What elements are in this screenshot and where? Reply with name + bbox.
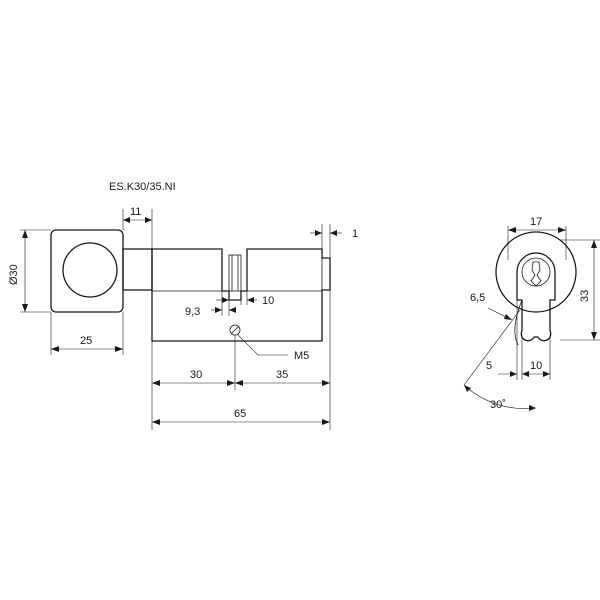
- knob-neck-label: 11: [130, 206, 141, 218]
- key-hole: [530, 261, 542, 287]
- side-view: Ø30 25 11 1 9,3: [8, 206, 358, 430]
- model-title: ES.K30/35.NI: [109, 181, 176, 193]
- cam-slot: [228, 254, 242, 292]
- length-b-label: 35: [276, 369, 288, 381]
- knob-circle: [62, 242, 118, 298]
- knob-body: [50, 229, 124, 313]
- offset-label: 5: [486, 360, 492, 372]
- knob-length-label: 25: [80, 335, 92, 347]
- cam-width-label: 10: [262, 295, 274, 307]
- total-length-label: 65: [234, 408, 246, 420]
- angle-label: 30˚: [490, 399, 506, 411]
- height-label: 33: [579, 290, 591, 302]
- top-width-label: 17: [530, 216, 542, 228]
- cam-offset-label: 9,3: [185, 306, 200, 318]
- bottom-width-label: 10: [530, 360, 542, 372]
- knob-diameter-label: Ø30: [8, 264, 20, 285]
- radius-label: 6,5: [470, 292, 485, 304]
- collar-outer: [495, 231, 577, 313]
- cylinder-body: [151, 248, 331, 342]
- screw-label: M5: [294, 350, 309, 362]
- length-a-label: 30: [190, 369, 202, 381]
- cam-gap-label: 1: [352, 228, 358, 240]
- cylinder-profile: [516, 252, 556, 342]
- front-view: 17 33 6,5 5 10 30˚: [463, 216, 600, 411]
- knob-spindle: [122, 248, 153, 291]
